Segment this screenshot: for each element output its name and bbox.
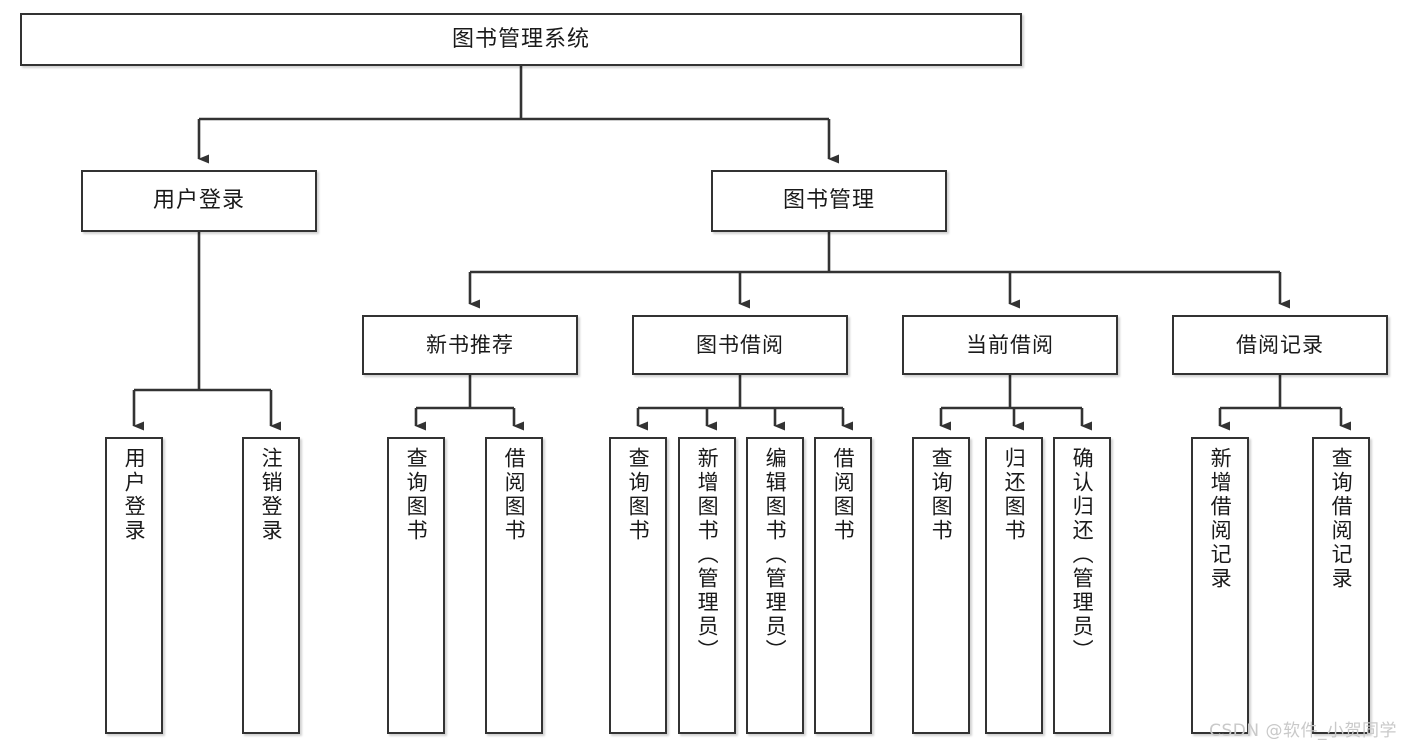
node-leaf-add-book-label: 新增图书（管理员） bbox=[695, 447, 720, 663]
node-leaf-confirm-return-label: 确认归还（管理员） bbox=[1070, 447, 1095, 663]
node-leaf-query-book-rec-label: 查询图书 bbox=[404, 447, 429, 543]
node-new-book-recommend-label: 新书推荐 bbox=[426, 332, 514, 357]
node-leaf-edit-book[interactable]: 编辑图书（管理员） bbox=[746, 437, 804, 734]
node-book-borrow-label: 图书借阅 bbox=[696, 332, 784, 357]
node-leaf-logout-login[interactable]: 注销登录 bbox=[242, 437, 300, 734]
node-leaf-borrow-book-label: 借阅图书 bbox=[831, 447, 856, 543]
node-leaf-add-borrow-record-label: 新增借阅记录 bbox=[1208, 447, 1233, 591]
node-leaf-query-book-current[interactable]: 查询图书 bbox=[912, 437, 970, 734]
node-leaf-query-book-borrow[interactable]: 查询图书 bbox=[609, 437, 667, 734]
node-leaf-borrow-book[interactable]: 借阅图书 bbox=[814, 437, 872, 734]
node-leaf-return-book-label: 归还图书 bbox=[1002, 447, 1027, 543]
node-book-manage-label: 图书管理 bbox=[782, 188, 875, 214]
node-user-login-label: 用户登录 bbox=[152, 188, 245, 214]
node-leaf-query-book-borrow-label: 查询图书 bbox=[626, 447, 651, 543]
node-leaf-edit-book-label: 编辑图书（管理员） bbox=[763, 447, 788, 663]
node-book-manage[interactable]: 图书管理 bbox=[711, 170, 947, 232]
csdn-watermark: CSDN @软件_小贺同学 bbox=[1209, 721, 1397, 741]
node-leaf-borrow-book-rec[interactable]: 借阅图书 bbox=[485, 437, 543, 734]
node-leaf-confirm-return[interactable]: 确认归还（管理员） bbox=[1053, 437, 1111, 734]
node-root[interactable]: 图书管理系统 bbox=[20, 13, 1022, 66]
node-book-borrow[interactable]: 图书借阅 bbox=[632, 315, 848, 375]
node-leaf-return-book[interactable]: 归还图书 bbox=[985, 437, 1043, 734]
node-leaf-query-book-rec[interactable]: 查询图书 bbox=[387, 437, 445, 734]
node-root-label: 图书管理系统 bbox=[451, 26, 590, 52]
node-leaf-logout-login-label: 注销登录 bbox=[259, 447, 284, 543]
node-leaf-query-borrow-record[interactable]: 查询借阅记录 bbox=[1312, 437, 1370, 734]
node-current-borrow[interactable]: 当前借阅 bbox=[902, 315, 1118, 375]
node-leaf-add-borrow-record[interactable]: 新增借阅记录 bbox=[1191, 437, 1249, 734]
node-user-login[interactable]: 用户登录 bbox=[81, 170, 317, 232]
node-leaf-user-login-label: 用户登录 bbox=[122, 447, 147, 543]
node-borrow-record-label: 借阅记录 bbox=[1236, 332, 1324, 357]
node-leaf-borrow-book-rec-label: 借阅图书 bbox=[502, 447, 527, 543]
node-leaf-add-book[interactable]: 新增图书（管理员） bbox=[678, 437, 736, 734]
node-new-book-recommend[interactable]: 新书推荐 bbox=[362, 315, 578, 375]
node-leaf-query-borrow-record-label: 查询借阅记录 bbox=[1329, 447, 1354, 591]
node-leaf-user-login[interactable]: 用户登录 bbox=[105, 437, 163, 734]
node-current-borrow-label: 当前借阅 bbox=[966, 332, 1054, 357]
node-borrow-record[interactable]: 借阅记录 bbox=[1172, 315, 1388, 375]
node-leaf-query-book-current-label: 查询图书 bbox=[929, 447, 954, 543]
